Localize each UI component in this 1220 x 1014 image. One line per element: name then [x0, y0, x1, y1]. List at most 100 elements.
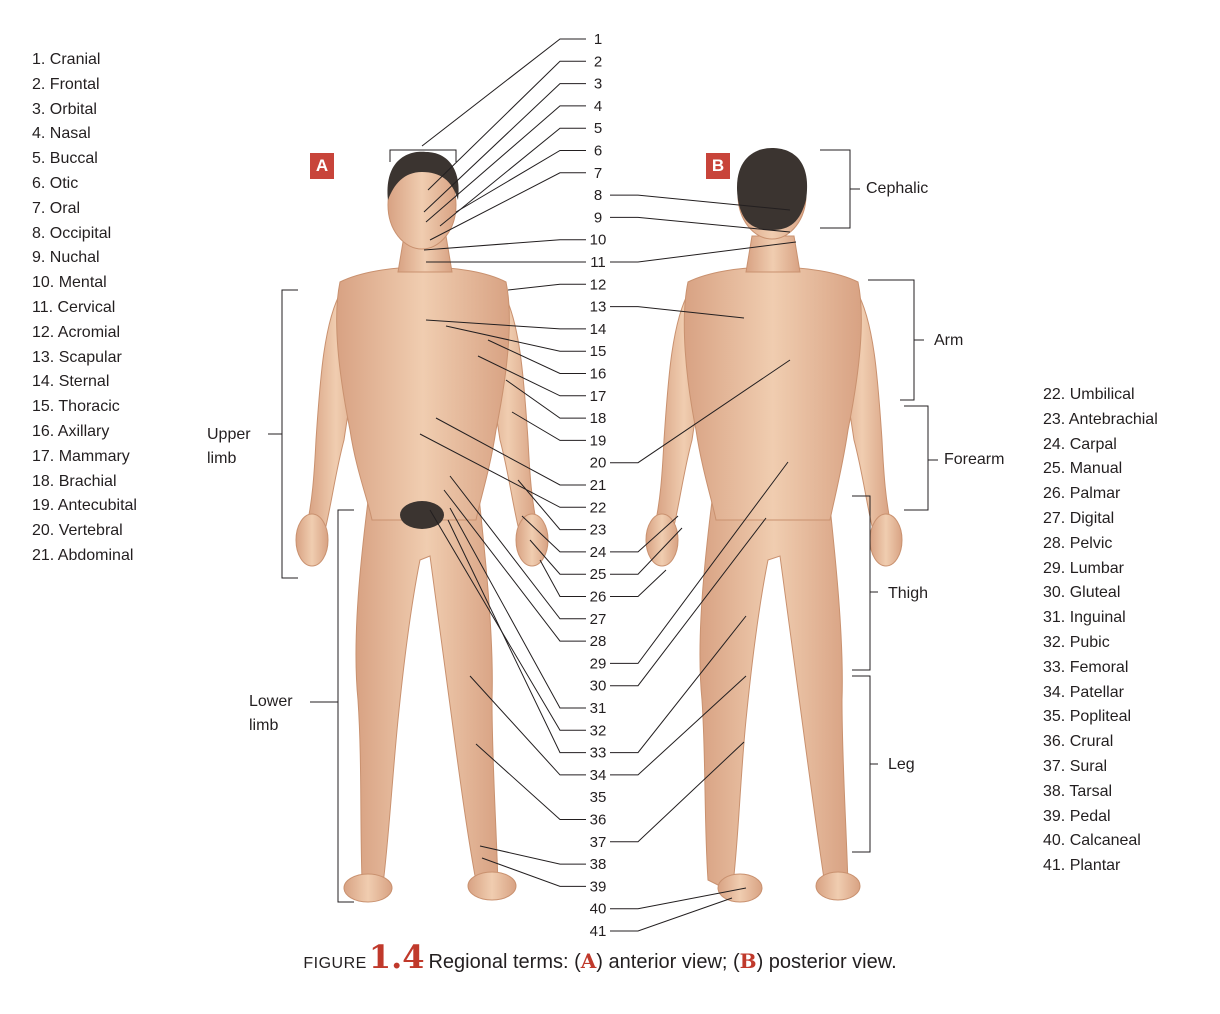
leader-line-posterior	[610, 741, 745, 843]
leader-line-anterior	[435, 417, 586, 486]
term-item: 40. Calcaneal	[1043, 832, 1141, 850]
leader-line-anterior	[475, 743, 586, 820]
region-number: 37	[590, 834, 607, 851]
region-number: 15	[590, 343, 607, 360]
leader-line-anterior	[443, 489, 586, 642]
term-item: 17. Mammary	[32, 447, 130, 465]
region-number: 19	[590, 432, 607, 449]
term-item: 32. Pubic	[1043, 633, 1110, 651]
term-item: 24. Carpal	[1043, 435, 1117, 453]
lower-limb-label: Lower limb	[249, 693, 293, 734]
region-number: 16	[590, 366, 607, 383]
leader-line-anterior	[469, 675, 586, 776]
term-item: 35. Popliteal	[1043, 708, 1132, 726]
region-number: 23	[590, 522, 607, 539]
region-number: 22	[590, 499, 607, 516]
term-item: 12. Acromial	[32, 323, 121, 341]
leader-line-posterior	[610, 569, 667, 597]
leader-line-anterior	[423, 83, 586, 213]
region-number: 17	[590, 388, 607, 405]
term-item: 11. Cervical	[32, 298, 116, 316]
region-number: 2	[594, 53, 602, 70]
region-number: 33	[590, 745, 607, 762]
region-number: 9	[594, 209, 602, 226]
leader-line-posterior	[610, 515, 679, 553]
region-number: 12	[590, 276, 607, 293]
region-number: 25	[590, 566, 607, 583]
leader-line-anterior	[507, 283, 586, 291]
term-item: 19. Antecubital	[32, 497, 137, 515]
region-number: 27	[590, 611, 607, 628]
term-item: 4. Nasal	[32, 125, 91, 143]
term-item: 3. Orbital	[32, 100, 97, 118]
leader-line-anterior	[449, 475, 586, 620]
term-item: 9. Nuchal	[32, 249, 100, 267]
term-item: 39. Pedal	[1043, 807, 1111, 825]
term-item: 13. Scapular	[32, 348, 122, 366]
term-item: 5. Buccal	[32, 150, 98, 168]
leader-line-anterior	[425, 319, 586, 330]
lower-limb-bracket	[310, 509, 354, 903]
region-number: 6	[594, 143, 602, 160]
region-number: 20	[590, 455, 607, 472]
thigh-label: Thigh	[888, 585, 929, 602]
anatomy-diagram: 1234567891011121314151617181920212223242…	[268, 31, 938, 940]
region-number: 36	[590, 812, 607, 829]
region-number: 35	[590, 789, 607, 806]
leader-line-posterior	[610, 675, 747, 776]
upper-limb-label: Upper limb	[207, 426, 251, 467]
arm-label: Arm	[934, 332, 964, 349]
cephalic-label: Cephalic	[866, 180, 929, 197]
leader-line-posterior	[610, 615, 747, 754]
caption-text-3: ) posterior view.	[756, 951, 897, 973]
region-number: 5	[594, 120, 602, 137]
term-item: 15. Thoracic	[32, 398, 120, 416]
leader-line-posterior	[610, 241, 797, 263]
leader-line-anterior	[429, 509, 586, 731]
term-item: 25. Manual	[1043, 460, 1123, 478]
leader-line-anterior	[439, 127, 586, 227]
term-item: 8. Occipital	[32, 224, 112, 242]
caption-text-1: Regional terms: (	[428, 951, 581, 973]
region-number: 18	[590, 410, 607, 427]
leader-line-posterior	[610, 306, 745, 319]
leader-line-posterior	[610, 897, 733, 932]
region-number: 32	[590, 722, 607, 739]
term-item: 21. Abdominal	[32, 546, 134, 564]
forearm-label: Forearm	[944, 451, 1005, 468]
leader-line-anterior	[449, 507, 586, 709]
caption-figure-number: 1.4	[368, 938, 425, 976]
leader-line-posterior	[610, 194, 791, 211]
region-number: 11	[590, 254, 606, 271]
forearm-bracket	[904, 405, 938, 511]
posterior-figure	[645, 150, 903, 903]
region-number: 40	[590, 901, 607, 918]
leader-line-anterior	[455, 150, 586, 213]
region-number: 39	[590, 878, 607, 895]
caption-letter-b: B	[739, 949, 757, 973]
leader-line-anterior	[505, 379, 586, 419]
term-item: 2. Frontal	[32, 75, 100, 93]
region-number: 8	[594, 187, 602, 204]
region-number: 38	[590, 856, 607, 873]
leader-line-anterior	[517, 479, 586, 531]
leader-line-anterior	[427, 60, 586, 191]
leader-line-anterior	[421, 38, 586, 147]
leader-line-anterior	[539, 559, 586, 597]
caption-figure-word: FIGURE	[303, 955, 367, 972]
region-number: 3	[594, 76, 602, 93]
leader-line-anterior	[481, 857, 586, 887]
leader-line-posterior	[610, 517, 767, 687]
region-number: 14	[590, 321, 607, 338]
panel-b-badge: B	[706, 153, 730, 179]
leader-lines	[419, 38, 797, 932]
leader-line-anterior	[521, 515, 586, 553]
leader-line-anterior	[429, 172, 586, 241]
leader-line-posterior	[610, 216, 791, 233]
region-number: 21	[590, 477, 607, 494]
leader-line-anterior	[511, 411, 586, 441]
leg-bracket	[852, 675, 878, 853]
leader-line-posterior	[610, 359, 791, 464]
